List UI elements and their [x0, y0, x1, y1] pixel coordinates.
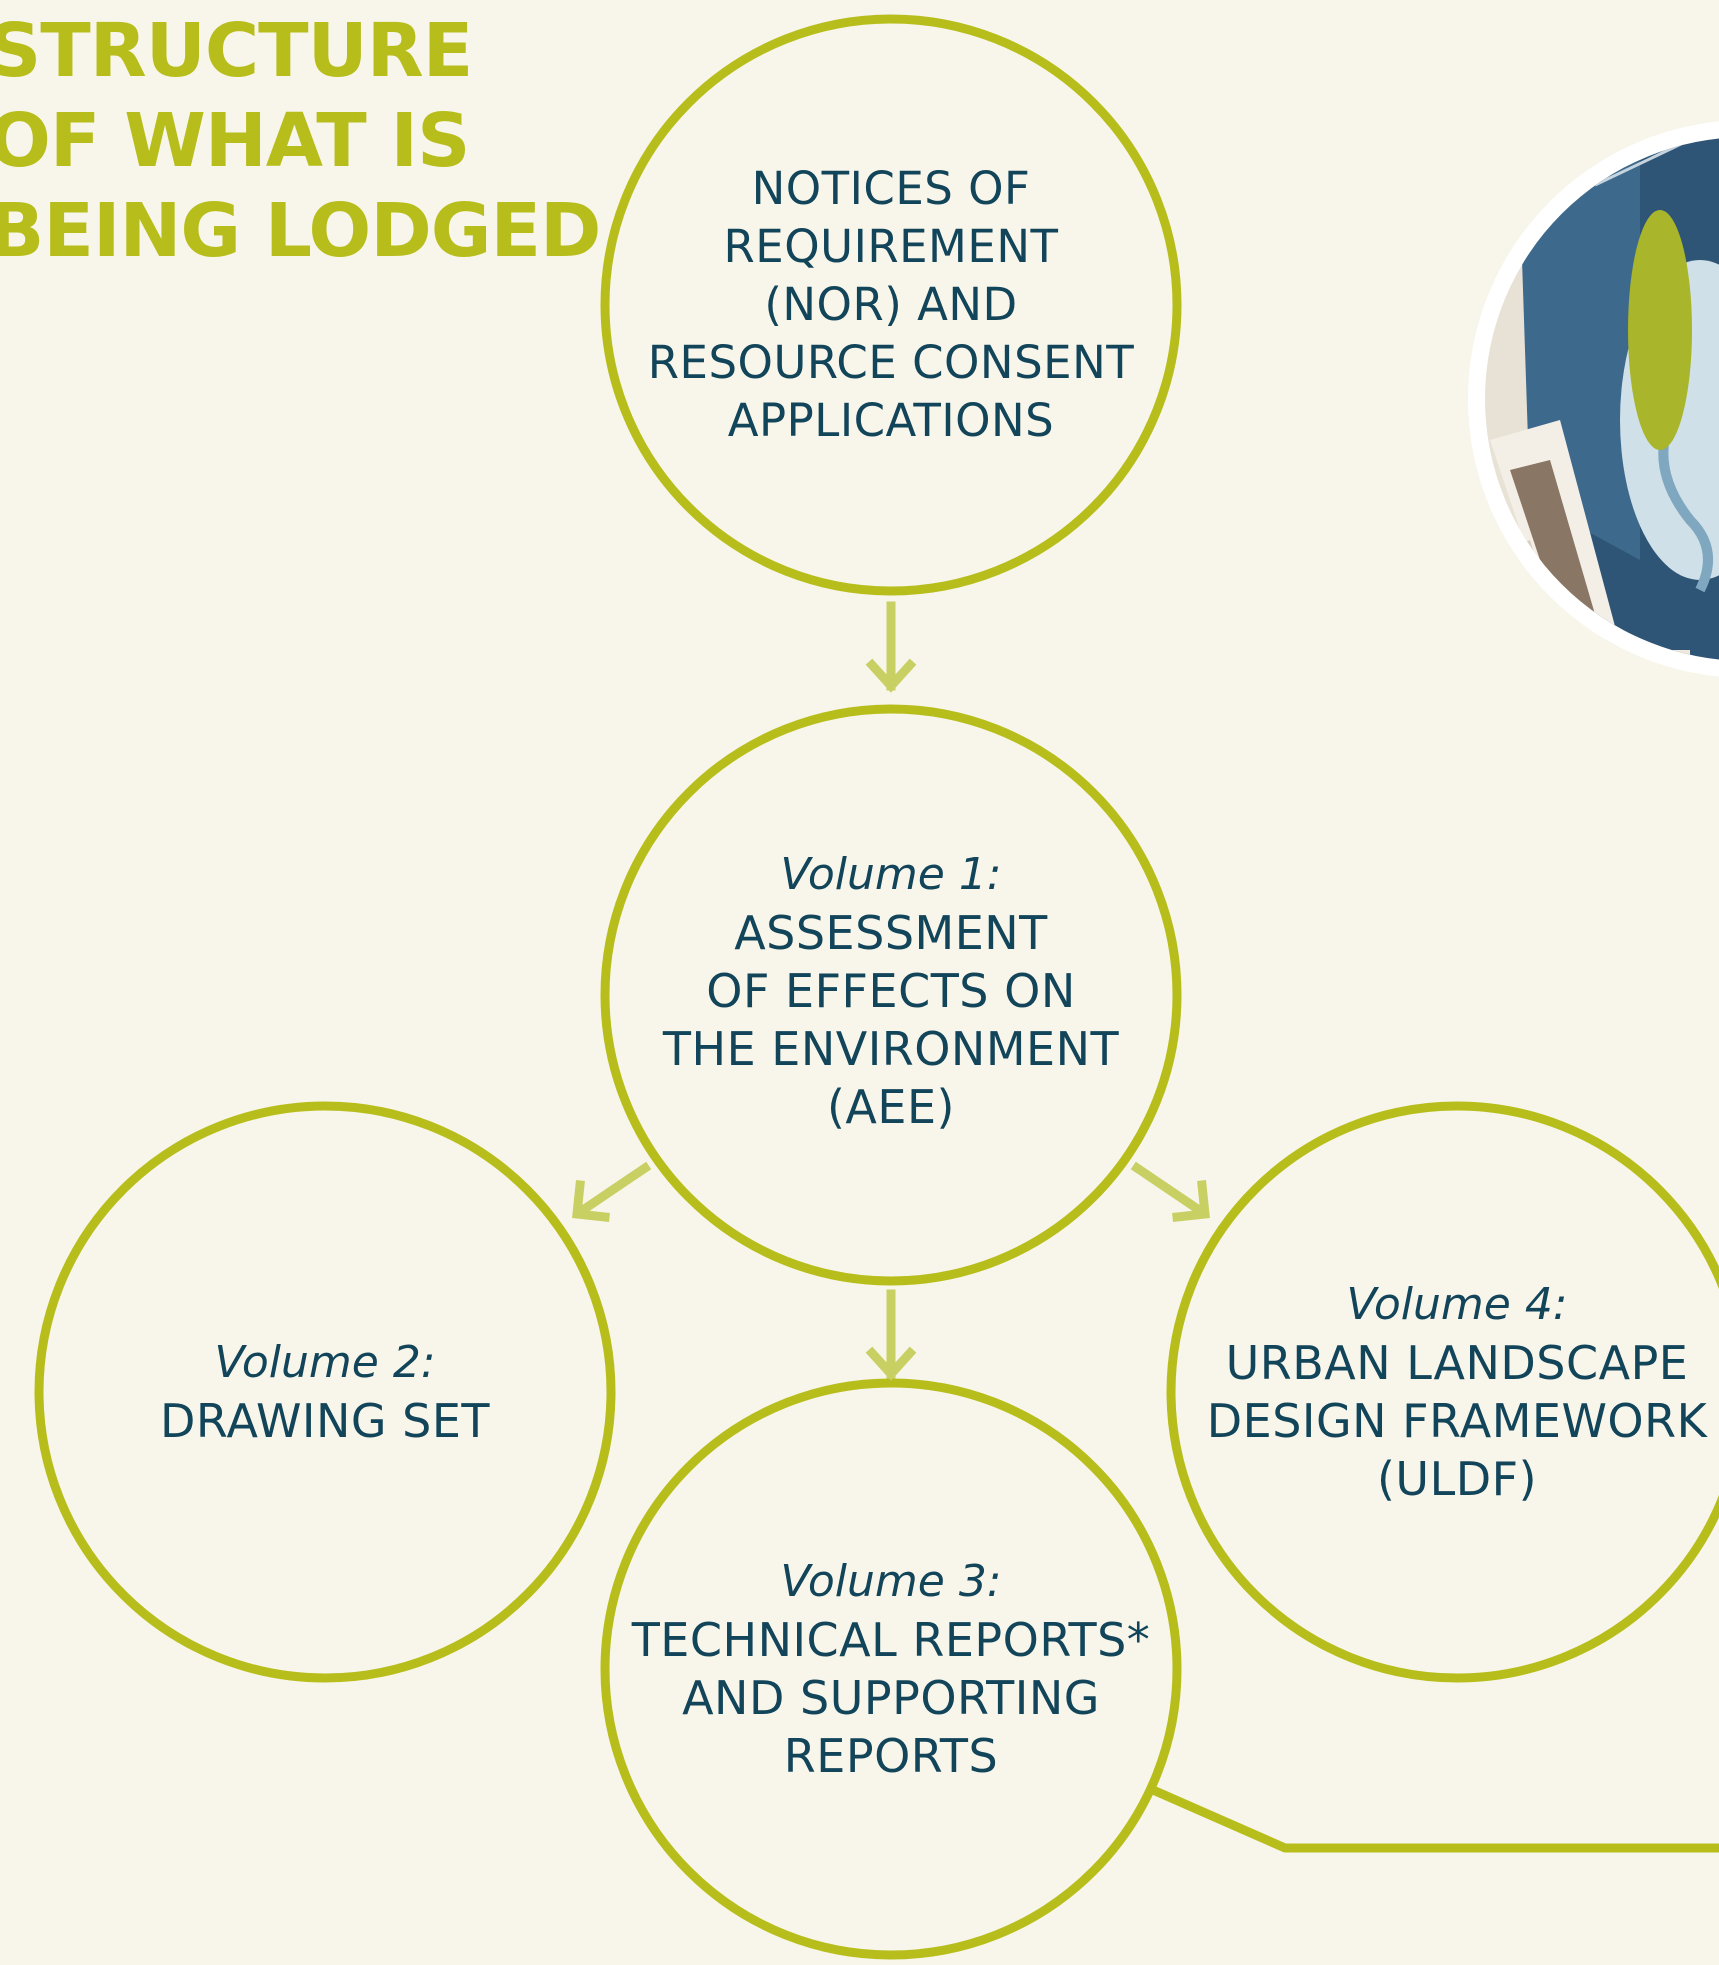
node-vol2-text: DRAWING SET — [159, 1394, 491, 1448]
title-line-2: OF WHAT IS — [0, 98, 470, 184]
node-vol3: Volume 3: TECHNICAL REPORTS* AND SUPPORT… — [611, 1389, 1171, 1949]
vol3-connector-line — [1151, 1785, 1719, 1853]
node-vol3-text: TECHNICAL REPORTS* AND SUPPORTING REPORT… — [631, 1613, 1151, 1783]
exhibition-photo — [1468, 121, 1719, 677]
arrow-vol1-to-vol4 — [1130, 1161, 1210, 1222]
arrow-vol1-to-vol2 — [572, 1161, 652, 1222]
node-vol2-ring — [34, 1101, 616, 1683]
title-line-1: STRUCTURE — [0, 8, 473, 94]
node-vol1-text: ASSESSMENT OF EFFECTS ON THE ENVIRONMENT… — [662, 906, 1120, 1134]
node-vol2-volume: Volume 2: — [214, 1337, 436, 1388]
node-vol3-ring — [600, 1378, 1182, 1960]
have-your-say-sign — [1628, 210, 1692, 450]
node-vol3-volume: Volume 3: — [780, 1556, 1002, 1607]
page-title: STRUCTURE OF WHAT IS BEING LODGED — [0, 6, 601, 276]
node-vol1: Volume 1: ASSESSMENT OF EFFECTS ON THE E… — [611, 711, 1171, 1271]
arrow-vol1-to-vol3 — [865, 1289, 917, 1381]
node-vol4-volume: Volume 4: — [1346, 1279, 1568, 1330]
node-nor-ring — [600, 14, 1182, 596]
arrow-nor-to-vol1 — [865, 601, 917, 693]
node-vol4-text: URBAN LANDSCAPE DESIGN FRAMEWORK (ULDF) — [1206, 1336, 1708, 1506]
node-vol2: Volume 2: DRAWING SET — [45, 1112, 605, 1672]
node-vol1-ring — [600, 704, 1182, 1286]
node-nor: NOTICES OF REQUIREMENT (NOR) AND RESOURC… — [611, 25, 1171, 585]
node-vol4: Volume 4: URBAN LANDSCAPE DESIGN FRAMEWO… — [1177, 1112, 1719, 1672]
title-line-3: BEING LODGED — [0, 188, 601, 274]
node-nor-text: NOTICES OF REQUIREMENT (NOR) AND RESOURC… — [647, 162, 1135, 447]
node-vol4-ring — [1166, 1101, 1719, 1683]
node-vol1-volume: Volume 1: — [780, 849, 1002, 900]
